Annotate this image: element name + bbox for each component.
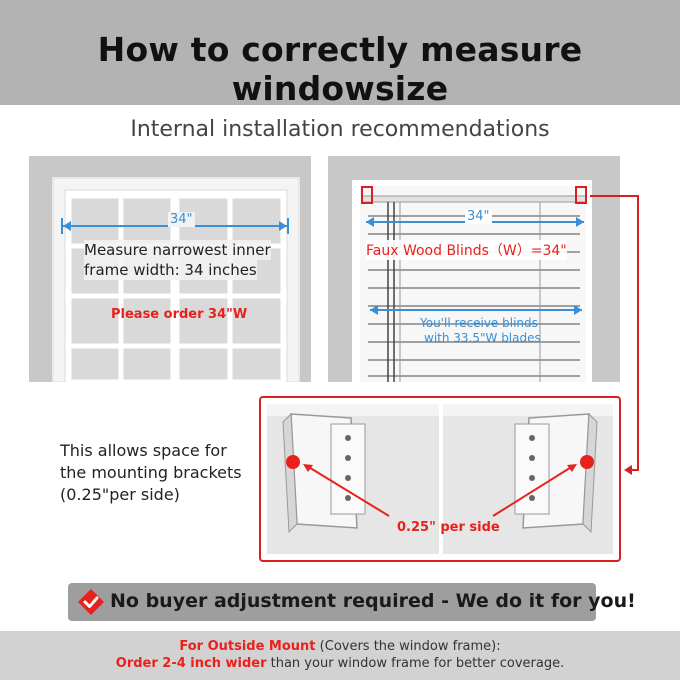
order-wider-label: Order 2-4 inch wider xyxy=(115,656,267,671)
blade-width-arrow xyxy=(370,305,582,315)
footer-line2: Order 2-4 inch wider than your window fr… xyxy=(0,656,680,671)
footer-line1: For Outside Mount (Covers the window fra… xyxy=(0,639,680,654)
bracket-explanation-line2: the mounting brackets xyxy=(60,463,242,482)
mounting-bracket-illustration xyxy=(267,404,613,554)
guarantee-banner xyxy=(68,583,596,621)
bracket-detail-box: 0.25" per side xyxy=(259,396,621,562)
blinds-illustration xyxy=(352,180,592,382)
order-wider-desc: than your window frame for better covera… xyxy=(266,656,565,671)
left-gap-marker xyxy=(286,455,300,469)
outside-mount-desc: (Covers the window frame): xyxy=(315,639,501,654)
bracket-explanation: This allows space for the mounting brack… xyxy=(60,440,242,506)
measure-instruction-line1: Measure narrowest inner xyxy=(84,240,271,260)
banner-text: No buyer adjustment required - We do it … xyxy=(110,590,636,612)
right-blinds-panel: 34" Faux Wood Blinds（W）=34" You'll recei… xyxy=(328,156,620,382)
measure-instruction-line2: frame width: 34 inches xyxy=(84,260,257,280)
right-dimension-label: 34" xyxy=(465,209,492,224)
section-subtitle: Internal installation recommendations xyxy=(130,117,550,142)
check-diamond-icon xyxy=(78,589,104,615)
page-title: How to correctly measure windowsize xyxy=(97,30,583,108)
left-window-panel: 34" Measure narrowest inner frame width:… xyxy=(29,156,311,382)
header-bar: How to correctly measure windowsize xyxy=(0,0,680,108)
outside-mount-label: For Outside Mount xyxy=(179,639,316,654)
blinds-width-label: Faux Wood Blinds（W）=34" xyxy=(366,240,567,260)
right-gap-marker xyxy=(580,455,594,469)
bracket-explanation-line3: (0.25"per side) xyxy=(60,485,180,504)
footer-note: For Outside Mount (Covers the window fra… xyxy=(0,631,680,680)
order-note: Please order 34"W xyxy=(111,307,248,322)
receive-blinds-line1: You'll receive blinds xyxy=(420,316,538,330)
receive-blinds-line2: with 33.5"W blades xyxy=(424,331,541,345)
per-side-label: 0.25" per side xyxy=(397,520,500,535)
bracket-explanation-line1: This allows space for xyxy=(60,441,227,460)
left-dimension-label: 34" xyxy=(168,212,195,227)
